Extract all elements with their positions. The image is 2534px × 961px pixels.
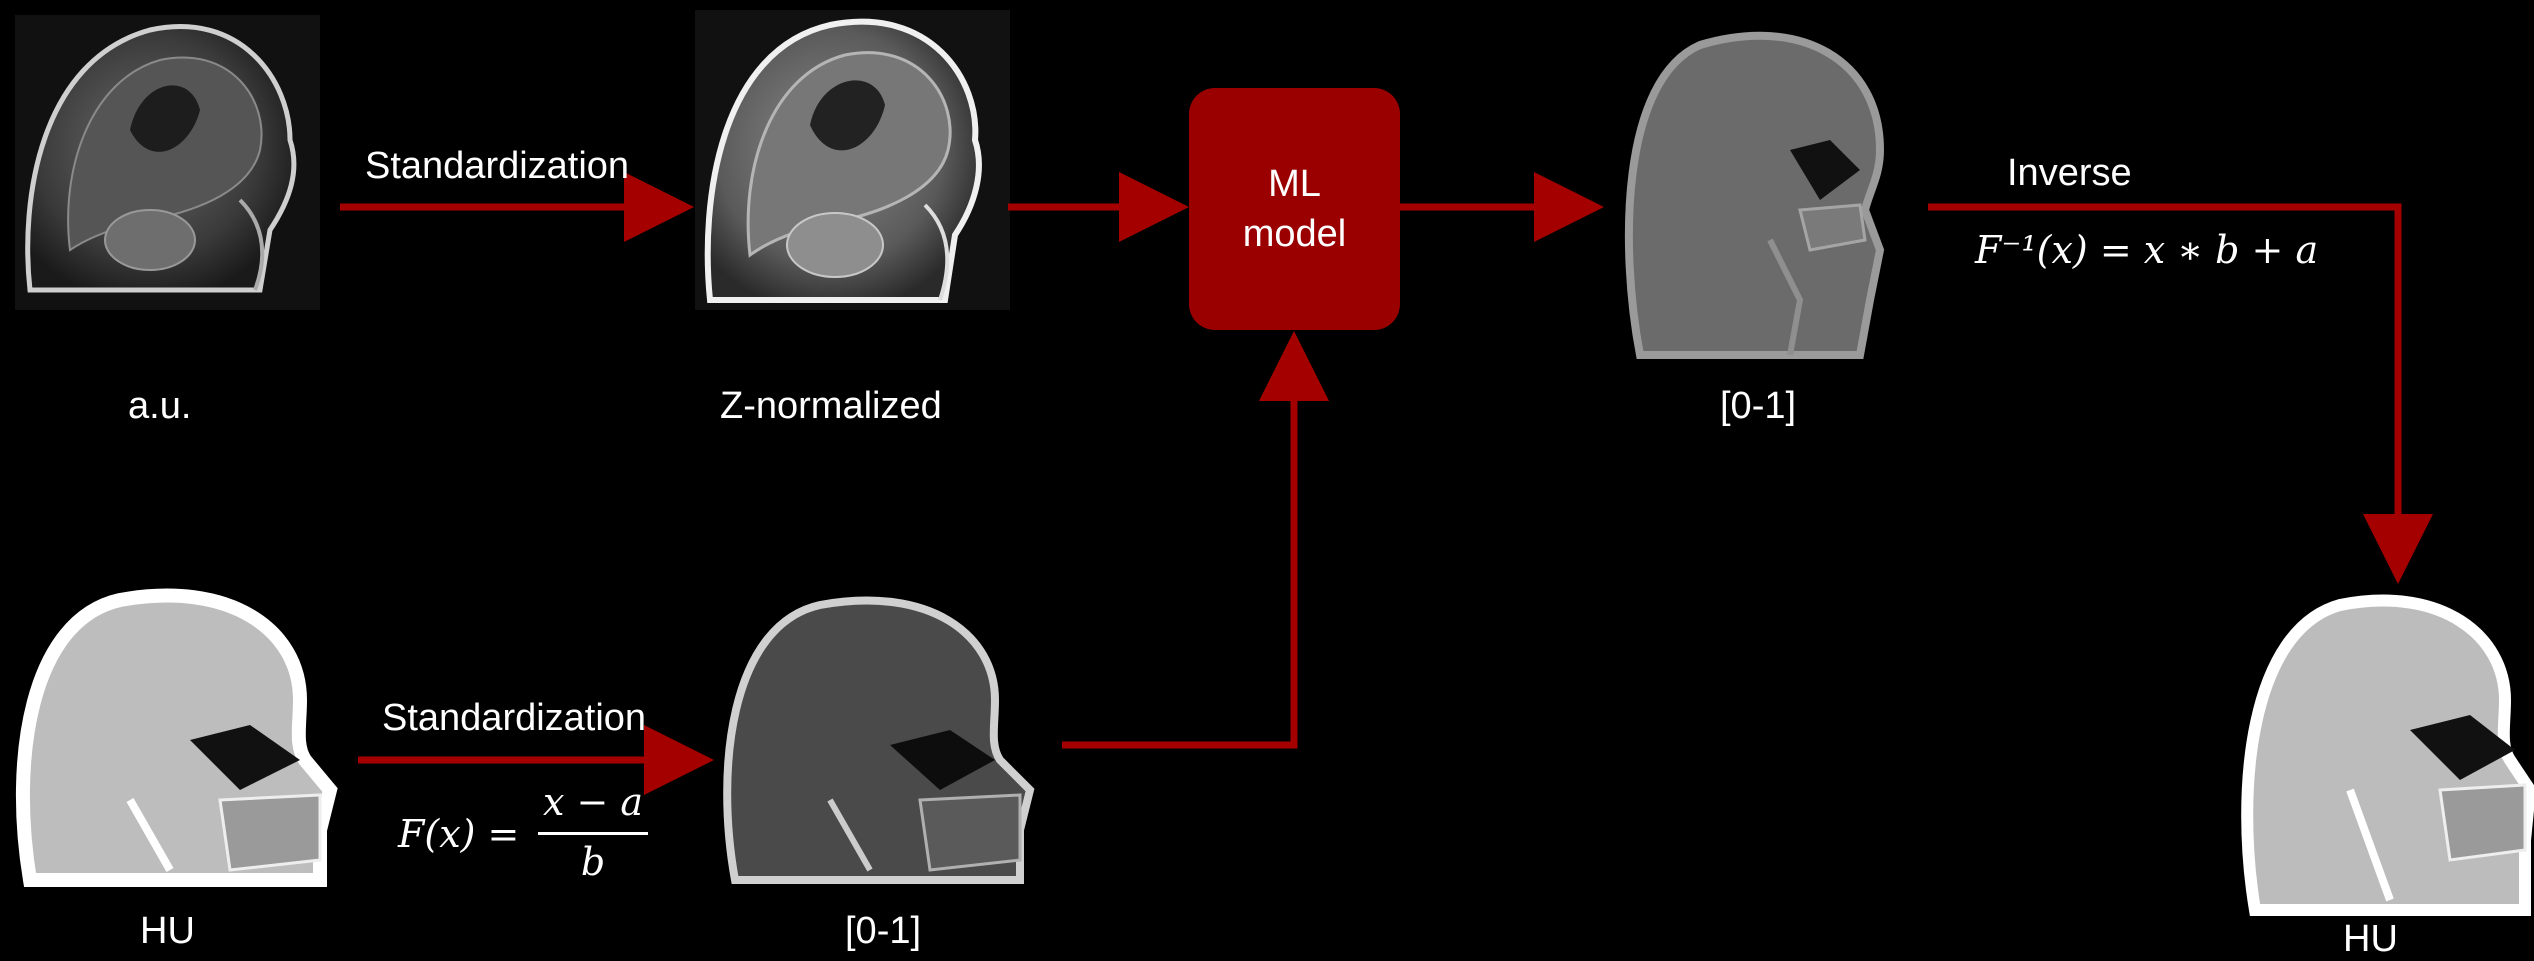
forward-equation-denominator: b [538, 840, 648, 884]
standardization-bottom-label: Standardization [382, 697, 646, 740]
arrow-ct-to-model [1062, 345, 1294, 745]
range-bottom-label: [0-1] [845, 910, 921, 953]
fraction-bar [538, 832, 648, 835]
mri-input-image [15, 15, 320, 310]
mri-z-normalized-image [695, 10, 1010, 310]
z-normalized-label: Z-normalized [720, 385, 942, 428]
hu-left-label: HU [140, 910, 195, 953]
forward-equation-lhs: F(x) = [398, 812, 519, 856]
forward-equation-numerator: x − a [538, 780, 648, 824]
ct-output-hu-image [2247, 601, 2530, 910]
hu-right-label: HU [2343, 918, 2398, 961]
au-label: a.u. [128, 385, 191, 428]
forward-equation: F(x) = x − a b [398, 782, 658, 892]
ml-model-label-line1: ML [1243, 159, 1347, 209]
inverse-label: Inverse [2007, 152, 2132, 195]
ct-input-normalized-image [727, 601, 1030, 880]
standardization-top-label: Standardization [365, 145, 629, 188]
ml-model-box: ML model [1189, 88, 1400, 330]
inverse-equation: F⁻¹(x) = x ∗ b + a [1975, 228, 2318, 272]
range-top-label: [0-1] [1720, 385, 1796, 428]
ct-input-hu-image [23, 596, 330, 880]
ml-model-label-line2: model [1243, 209, 1347, 259]
ct-output-normalized-image [1629, 36, 1880, 355]
